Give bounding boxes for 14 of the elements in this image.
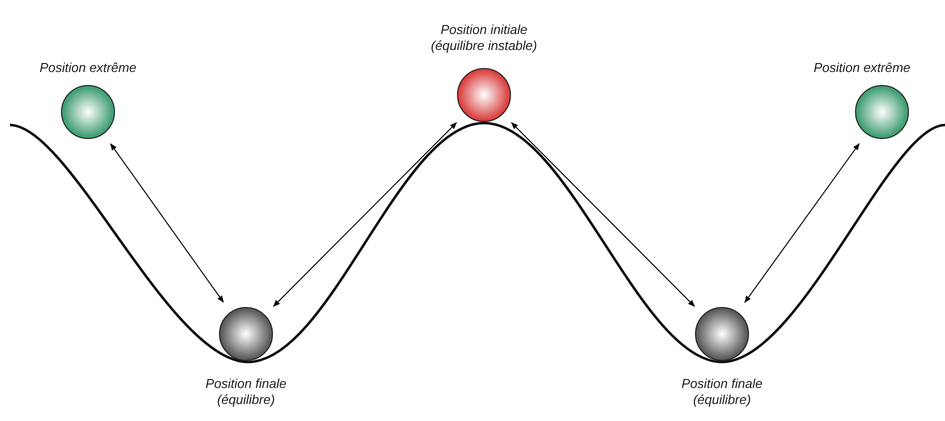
double-arrow [273, 122, 457, 307]
position-label: Position finale (équilibre) [204, 376, 288, 408]
position-label: Position extrême [38, 60, 138, 76]
double-arrow [511, 122, 695, 307]
position-label: Position initiale (équilibre instable) [430, 22, 538, 54]
double-arrow [744, 143, 860, 303]
ball [695, 307, 749, 361]
double-arrow [110, 143, 224, 303]
ball [457, 68, 511, 122]
ball [219, 307, 273, 361]
ball [855, 85, 909, 139]
position-label: Position finale (équilibre) [680, 376, 764, 408]
ball [61, 85, 115, 139]
position-label: Position extrême [812, 60, 912, 76]
